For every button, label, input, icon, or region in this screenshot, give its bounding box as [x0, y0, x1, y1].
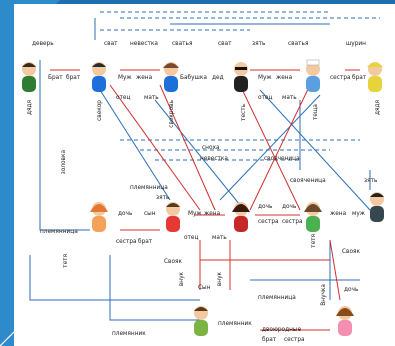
label-dever: деверь	[32, 41, 54, 47]
label-svatya-2: сватья	[288, 41, 309, 47]
label-tetya-1: тётя	[63, 254, 69, 268]
label-svatya-1: сватья	[172, 41, 193, 47]
label-brat-5: брат	[262, 337, 277, 343]
label-svoyachenitsa-2: свояченица	[290, 178, 326, 184]
label-muzh-1: Муж	[118, 75, 132, 81]
person-dever	[14, 56, 44, 94]
label-mat-3: мать	[212, 235, 227, 241]
red-links	[50, 69, 360, 331]
label-vnuk-2: внук	[217, 272, 223, 287]
label-doch-1: дочь	[118, 211, 133, 217]
label-test: тесть	[241, 104, 247, 121]
label-svekrov: свекровь	[169, 100, 175, 128]
person-svoyak	[362, 186, 392, 224]
label-sestra-2: сестра	[116, 239, 137, 245]
label-sestra-4: сестра	[282, 219, 303, 225]
label-sestra-1: сестра	[330, 75, 351, 81]
label-plemyannitsa-3: племянница	[258, 295, 296, 301]
label-svekor: свёкор	[97, 100, 103, 121]
label-doch-3: дочь	[282, 204, 297, 210]
label-dyadya-2: дядя	[375, 100, 381, 115]
label-zhena-4: жена	[330, 211, 347, 217]
label-svat-2: сват	[218, 41, 232, 47]
label-plemyannik-2: племянник	[112, 331, 146, 337]
diagram-panel	[14, 4, 395, 346]
label-dyadya-1: дядя	[27, 100, 33, 115]
slide-corner-stripe	[0, 0, 60, 346]
person-test	[226, 56, 256, 94]
label-vnuchka: Внучка	[321, 284, 327, 306]
label-zhena-1: жена	[136, 75, 153, 81]
label-zyat-1: зять	[252, 41, 266, 47]
label-brat-1: Брат	[48, 75, 63, 81]
label-tetya-2: тётя	[311, 234, 317, 248]
label-brat-2: брат	[66, 75, 81, 81]
label-brat-4: брат	[138, 239, 153, 245]
label-teshcha: тёща	[313, 104, 319, 120]
person-teshcha	[298, 56, 328, 94]
label-vnuk-1: внук	[179, 272, 185, 287]
label-nevestka-1: невестка	[130, 41, 158, 47]
person-shurin	[360, 56, 390, 94]
label-otets-3: отец	[184, 235, 199, 241]
label-zyat-3: зять	[364, 178, 378, 184]
label-muzh-3: Муж	[188, 211, 202, 217]
label-nevestka-2: невестка	[200, 156, 228, 162]
label-zhena-3: жена	[204, 211, 221, 217]
person-zhena	[226, 196, 256, 234]
person-svoyachenitsa	[298, 196, 328, 234]
label-muzh-2: Муж	[258, 75, 272, 81]
label-zhena-2: жена	[276, 75, 293, 81]
label-snokha: сноха	[202, 145, 220, 151]
person-svekor	[84, 56, 114, 94]
person-vnuk	[186, 300, 216, 338]
label-brat-3: брат	[352, 75, 367, 81]
label-mat-2: мать	[282, 95, 297, 101]
label-zyat-2: зять	[156, 195, 170, 201]
person-vnuchka	[330, 300, 360, 338]
blue-links	[29, 11, 380, 321]
label-muzh-4: муж	[352, 211, 366, 217]
label-otets-2: отец	[258, 95, 273, 101]
label-mat-1: мать	[144, 95, 159, 101]
label-shurin: шурин	[346, 41, 366, 47]
label-syn-1: сын	[144, 211, 156, 217]
label-otets-1: отец	[116, 95, 131, 101]
label-sestra-3: сестра	[258, 219, 279, 225]
label-plemyannik-1: племянник	[218, 321, 252, 327]
label-zolovka: золовка	[61, 150, 67, 175]
label-svat-1: сват	[104, 41, 118, 47]
label-plemyannitsa-2: племянница	[40, 229, 78, 235]
label-svoyak-2: Свояк	[342, 249, 360, 255]
label-ded: дед	[212, 75, 224, 81]
label-dvoyurodnye: двоюродные	[262, 327, 302, 333]
label-svoyak-1: Свояк	[164, 259, 182, 265]
label-doch-2: дочь	[258, 204, 273, 210]
person-zolovka	[84, 196, 114, 234]
label-doch-4: дочь	[344, 287, 359, 293]
person-svekrov	[156, 56, 186, 94]
label-plemyannitsa-1: племянница	[130, 185, 168, 191]
person-muzh	[158, 196, 188, 234]
label-svoyachenitsa-1: свояченица	[264, 156, 300, 162]
label-sestra-5: сестра	[284, 337, 305, 343]
label-syn-2: Сын	[198, 285, 211, 291]
label-babushka: Бабушка	[180, 75, 207, 81]
